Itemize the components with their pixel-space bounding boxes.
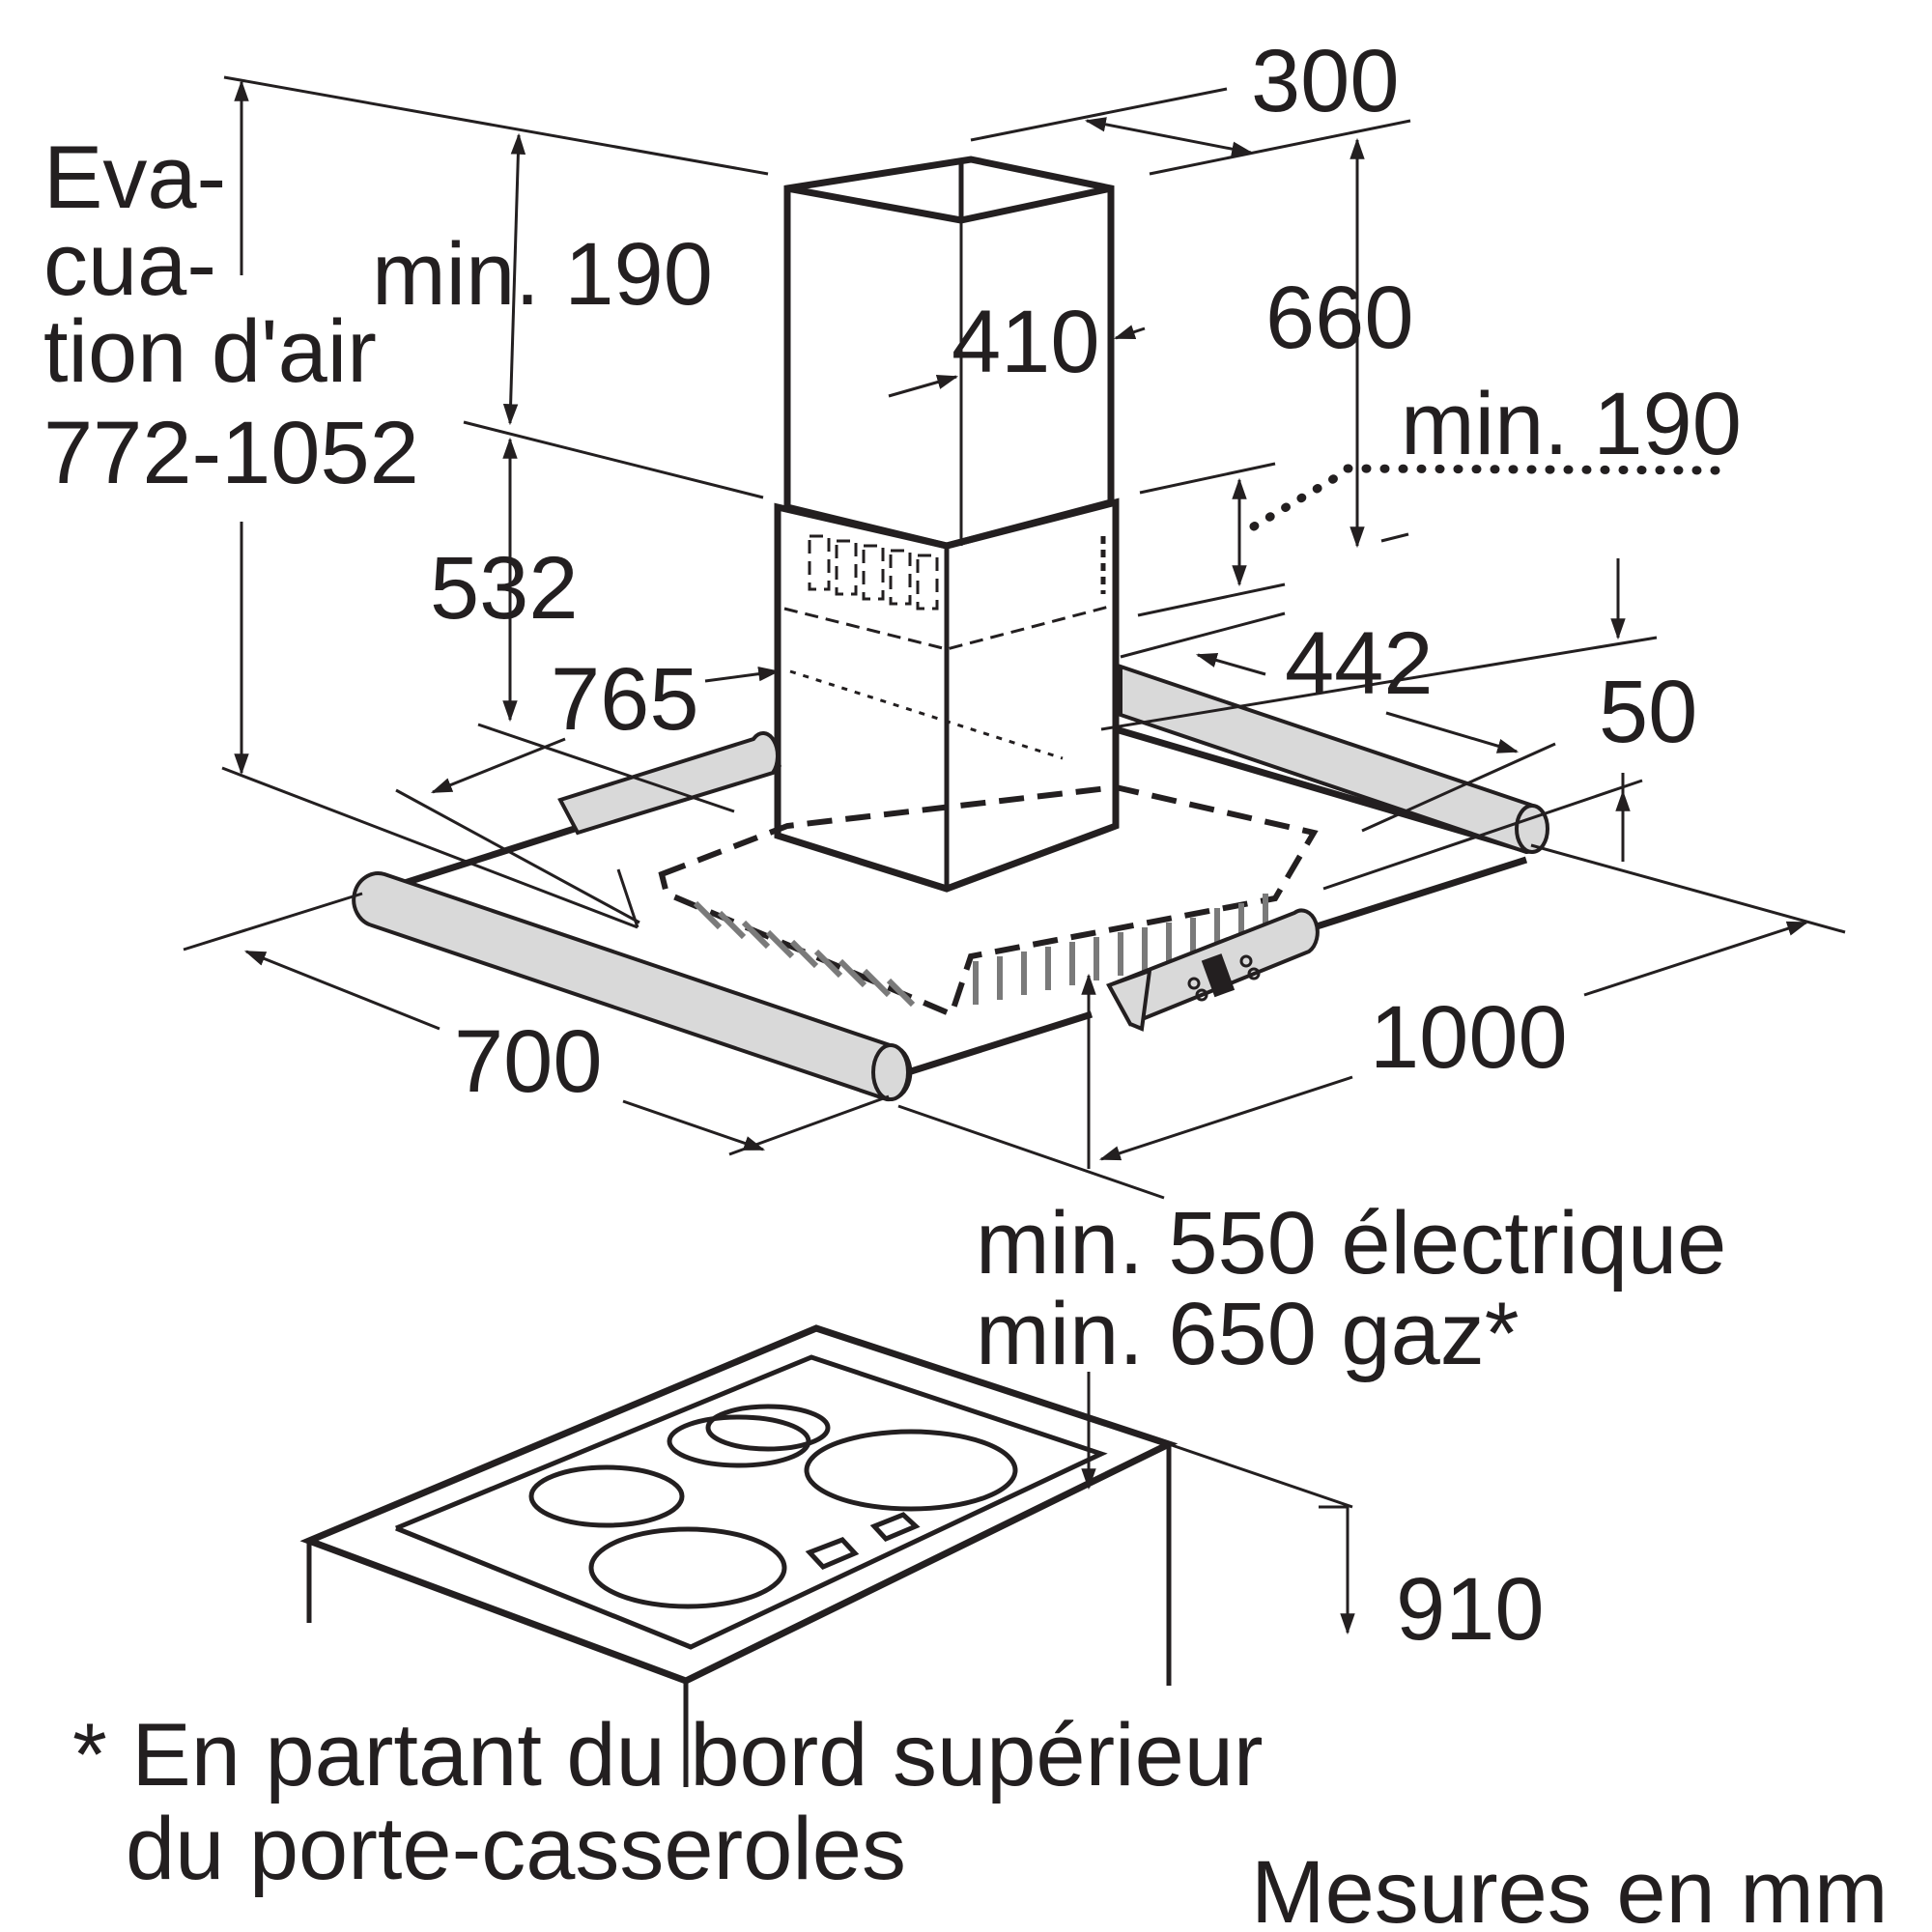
chimney-lower — [774, 497, 1120, 893]
cooktop-control-2 — [869, 1512, 921, 1542]
canopy-outline — [658, 783, 1319, 1019]
dimension-lines — [183, 75, 1846, 1635]
depth-765-label: 765 — [551, 650, 699, 749]
width-700-label: 700 — [454, 1012, 603, 1111]
burner-small-back — [667, 1414, 811, 1468]
right-min-label: min. 190 — [1401, 375, 1742, 473]
cooktop-control-1 — [805, 1537, 860, 1570]
clearance-gas-label: min. 650 gaz* — [976, 1285, 1520, 1383]
cooktop — [299, 1324, 1353, 1787]
footnote-line-2: du porte-casseroles — [126, 1800, 906, 1898]
air-outlet-label-1: Eva- — [43, 128, 226, 227]
air-outlet-label-3: tion d'air — [43, 302, 377, 401]
chimney-upper-height-label: 660 — [1265, 269, 1414, 367]
canopy-height-label: 50 — [1599, 663, 1697, 761]
rail-right — [1119, 664, 1549, 855]
air-outlet-range: 772-1052 — [43, 404, 419, 502]
burner-right — [804, 1429, 1018, 1512]
control-panel — [1106, 908, 1320, 1032]
rail-back — [557, 731, 780, 836]
chimney-vent-slots — [808, 534, 1106, 611]
units-label: Mesures en mm — [1251, 1843, 1889, 1932]
footnote-line-1: * En partant du bord supérieur — [72, 1706, 1264, 1804]
depth-442-label: 442 — [1285, 614, 1434, 713]
burner-left — [528, 1464, 685, 1528]
worktop-height-label: 910 — [1396, 1560, 1545, 1659]
air-outlet-label-2: cua- — [43, 215, 216, 314]
chimney-width-label: 300 — [1251, 32, 1400, 130]
rail-left — [352, 871, 913, 1102]
width-1000-label: 1000 — [1370, 988, 1568, 1087]
clearance-electric-label: min. 550 électrique — [976, 1194, 1726, 1293]
filter-grille — [693, 894, 1268, 1008]
chimney-lower-height-label: 532 — [430, 539, 579, 638]
range-hood — [352, 156, 1549, 1102]
chimney-depth-label: 410 — [952, 293, 1100, 391]
upper-min-label: min. 190 — [372, 225, 713, 324]
dimension-labels: Eva- cua- tion d'air 772-1052 min. 190 m… — [43, 32, 1889, 1932]
burner-front — [588, 1526, 787, 1609]
